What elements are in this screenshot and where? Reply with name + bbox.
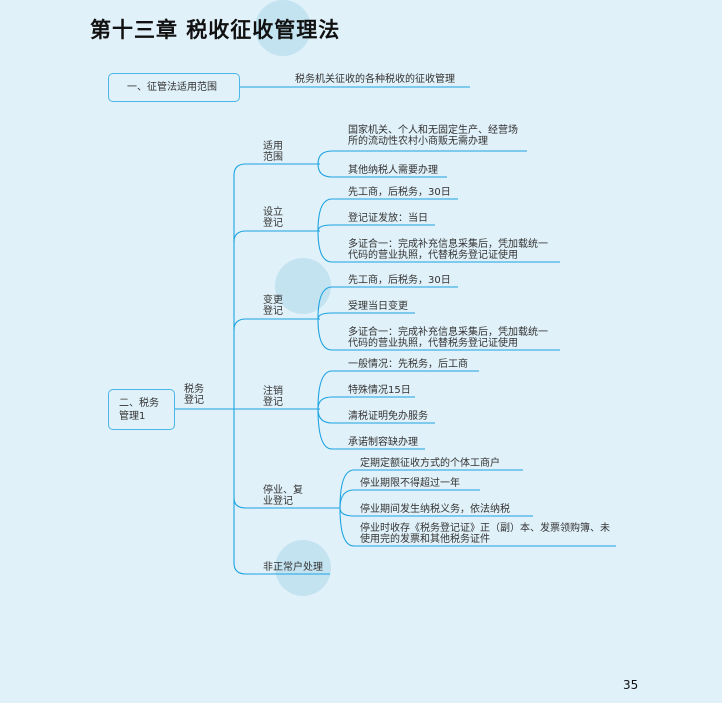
section-1-leaf: 税务机关征收的各种税收的征收管理 bbox=[295, 74, 455, 85]
watermark-logo bbox=[275, 540, 331, 596]
leaf-item: 定期定额征收方式的个体工商户 bbox=[360, 458, 500, 469]
page-number: 35 bbox=[623, 678, 639, 692]
group-label: 停业、复业登记 bbox=[263, 485, 303, 507]
watermark-logo bbox=[275, 258, 331, 314]
leaf-item: 停业期限不得超过一年 bbox=[360, 478, 460, 489]
group-label: 注销登记 bbox=[263, 386, 283, 408]
section-1-node: 一、征管法适用范围 bbox=[108, 73, 240, 102]
group-label: 变更登记 bbox=[263, 295, 283, 317]
section-2-label: 二、税务管理1 bbox=[119, 397, 159, 422]
leaf-item: 受理当日变更 bbox=[348, 301, 408, 312]
leaf-item: 先工商，后税务，30日 bbox=[348, 275, 451, 286]
group-label: 设立登记 bbox=[263, 207, 283, 229]
leaf-item: 登记证发放：当日 bbox=[348, 213, 428, 224]
leaf-item: 特殊情况15日 bbox=[348, 385, 411, 396]
group-label: 适用范围 bbox=[263, 141, 283, 163]
leaf-item: 其他纳税人需要办理 bbox=[348, 165, 438, 176]
leaf-item: 多证合一：完成补充信息采集后，凭加载统一代码的营业执照，代替税务登记证使用 bbox=[348, 327, 548, 349]
leaf-item: 清税证明免办服务 bbox=[348, 411, 428, 422]
leaf-item: 多证合一：完成补充信息采集后，凭加载统一代码的营业执照，代替税务登记证使用 bbox=[348, 239, 548, 261]
group-label: 非正常户处理 bbox=[263, 562, 323, 573]
leaf-item: 停业期间发生纳税义务，依法纳税 bbox=[360, 504, 510, 515]
leaf-item: 国家机关、个人和无固定生产、经营场所的流动性农村小商贩无需办理 bbox=[348, 125, 518, 147]
section-2-node: 二、税务管理1 bbox=[108, 389, 175, 430]
leaf-item: 承诺制容缺办理 bbox=[348, 437, 418, 448]
leaf-item: 一般情况：先税务，后工商 bbox=[348, 359, 468, 370]
watermark-logo bbox=[255, 0, 311, 56]
leaf-item: 停业时收存《税务登记证》正（副）本、发票领购簿、未使用完的发票和其他税务证件 bbox=[360, 523, 610, 545]
branch-tax-registration: 税务登记 bbox=[184, 384, 204, 406]
page-title: 第十三章 税收征收管理法 bbox=[90, 17, 341, 42]
leaf-item: 先工商，后税务，30日 bbox=[348, 187, 451, 198]
section-1-label: 一、征管法适用范围 bbox=[127, 82, 217, 93]
